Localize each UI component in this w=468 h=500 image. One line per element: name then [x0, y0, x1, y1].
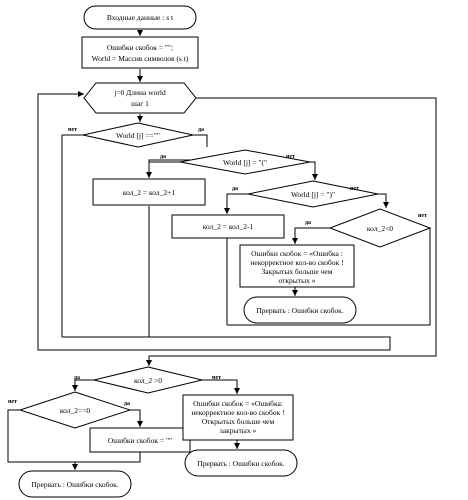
edge-d4-no	[227, 228, 431, 326]
init-text-2: World = Массив символов (s t)	[92, 54, 189, 63]
action-a3: Ошибки скобок = ""	[89, 427, 191, 453]
d4-text: кол_2<0	[367, 224, 393, 233]
err2-text-2: некорректное кол-во скобок !	[191, 408, 284, 417]
err2-text-4: закрытых »	[220, 426, 257, 435]
label-d4-yes: да	[305, 220, 311, 226]
decision-d6: кол_2==0	[18, 391, 132, 429]
error-box-2: Ошибки скобок = «Ошибка: некорректное ко…	[182, 394, 294, 441]
decision-d2: World [j] = "("	[179, 149, 311, 175]
connectors	[7, 30, 437, 470]
decision-d1: World [j] ==""	[82, 122, 194, 148]
edge-d1-yes	[193, 134, 208, 147]
label-d5-no: нет	[212, 375, 221, 381]
a1-text: кол_2 = кол_2+1	[123, 188, 176, 197]
start-text: Входные данные : s t	[107, 13, 174, 22]
init-text-1: Ошибки скобок = "";	[107, 43, 173, 52]
edge-a3-end3	[72, 452, 141, 470]
label-d1-yes: да	[198, 127, 204, 133]
end-terminal-2: Прервать : Ошибки скобок.	[184, 449, 298, 477]
edge-loop-exit	[146, 97, 437, 366]
edge-d6-yes	[130, 409, 143, 427]
a2-text: кол_2 = кол_2-1	[203, 222, 254, 231]
loop-text-2: шаг 1	[131, 99, 149, 108]
label-d6-no: нет	[8, 399, 17, 405]
start-terminal: Входные данные : s t	[83, 5, 197, 30]
branch-labels: нет да да нет да нет да нет да нет нет д…	[8, 127, 427, 407]
err1-text-1: Ошибки скобок = «Ошибка :	[251, 249, 343, 258]
d2-text: World [j] = "("	[223, 158, 267, 167]
d3-text: World [j] = ")"	[291, 190, 335, 199]
end-terminal-1: Прервать : Ошибки скобок.	[243, 296, 357, 324]
decision-d5: кол_2 >0	[93, 366, 203, 394]
edge-d6-no	[7, 409, 75, 463]
action-a1: кол_2 = кол_2+1	[92, 178, 206, 206]
label-d5-yes: да	[74, 375, 80, 381]
edge-d5-no	[202, 379, 240, 394]
label-d1-no: нет	[68, 127, 77, 133]
decision-d3: World [j] = ")"	[247, 180, 379, 208]
loop-hexagon: j=0 Длина world шаг 1	[83, 82, 197, 114]
d5-text: кол_2 >0	[134, 376, 162, 385]
label-d2-yes: да	[160, 154, 166, 160]
edge-d4-yes	[292, 227, 330, 244]
d6-text: кол_2==0	[60, 406, 91, 415]
d1-text: World [j] ==""	[116, 131, 160, 140]
action-a2: кол_2 = кол_2-1	[171, 214, 285, 239]
init-process: Ошибки скобок = ""; World = Массив симво…	[81, 36, 199, 69]
decision-d4: кол_2<0	[328, 208, 432, 248]
edge-d2-no	[310, 161, 318, 180]
end2-text: Прервать : Ошибки скобок.	[197, 459, 284, 468]
label-d2-no: нет	[286, 154, 295, 160]
end1-text: Прервать : Ошибки скобок.	[256, 306, 343, 315]
label-d4-no: нет	[418, 213, 427, 219]
err1-text-2: некорректное кол-во скобок !	[250, 258, 343, 267]
loop-text-1: j=0 Длина world	[113, 88, 166, 97]
label-d3-no: нет	[350, 186, 359, 192]
edge-d3-yes	[224, 193, 248, 214]
label-d6-yes: да	[124, 401, 130, 407]
err2-text-1: Ошибки скобок = «Ошибка:	[193, 399, 283, 408]
edge-d5-yes	[72, 379, 94, 391]
label-d3-yes: да	[232, 186, 238, 192]
end-terminal-3: Прервать : Ошибки скобок.	[18, 470, 132, 498]
edge-d3-no	[378, 193, 389, 208]
edge-loop-return	[37, 91, 391, 351]
end3-text: Прервать : Ошибки скобок.	[31, 480, 118, 489]
err1-text-4: открытых »	[278, 276, 315, 285]
a3-text: Ошибки скобок = ""	[108, 436, 172, 445]
edge-d2-yes	[146, 161, 182, 178]
edge-d1-no	[61, 134, 149, 338]
err1-text-3: Закрытых больше чем	[262, 267, 333, 276]
error-box-1: Ошибки скобок = «Ошибка : некорректное к…	[239, 244, 355, 288]
err2-text-3: Открытых больше чем	[202, 417, 275, 426]
